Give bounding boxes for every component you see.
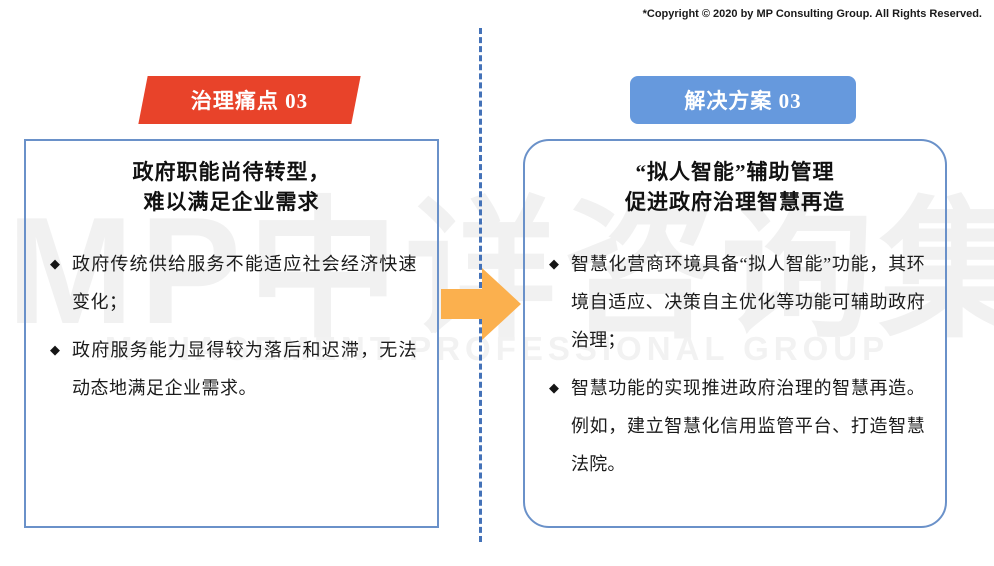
badge-left-label: 治理痛点 03 [190,89,309,113]
panel-left-heading-line-2: 难以满足企业需求 [143,190,320,214]
badge-right-shape [630,76,856,124]
panel-left-heading: 政府职能尚待转型， 难以满足企业需求 [26,157,437,217]
list-item-text: 智慧化营商环境具备“拟人智能”功能，其环境自适应、决策自主优化等功能可辅助政府治… [571,254,925,350]
panel-solution: “拟人智能”辅助管理 促进政府治理智慧再造 ◆ 智慧化营商环境具备“拟人智能”功… [523,139,947,528]
list-item: ◆ 政府传统供给服务不能适应社会经济快速变化； [50,245,417,321]
diamond-bullet-icon: ◆ [50,342,60,357]
diamond-bullet-icon: ◆ [50,256,60,271]
list-item: ◆ 智慧化营商环境具备“拟人智能”功能，其环境自适应、决策自主优化等功能可辅助政… [549,245,925,359]
copyright-notice: *Copyright © 2020 by MP Consulting Group… [642,8,982,20]
panel-left-heading-line-1: 政府职能尚待转型， [132,160,331,184]
panel-left-bullet-list: ◆ 政府传统供给服务不能适应社会经济快速变化； ◆ 政府服务能力显得较为落后和迟… [26,245,437,417]
list-item-text: 政府传统供给服务不能适应社会经济快速变化； [72,254,417,312]
panel-right-heading-line-1: “拟人智能”辅助管理 [635,160,835,184]
right-arrow-icon [441,268,521,340]
list-item: ◆ 智慧功能的实现推进政府治理的智慧再造。例如，建立智慧化信用监管平台、打造智慧… [549,369,925,483]
diamond-bullet-icon: ◆ [549,256,559,271]
vertical-dashed-divider [479,28,482,542]
list-item-text: 智慧功能的实现推进政府治理的智慧再造。例如，建立智慧化信用监管平台、打造智慧法院… [571,378,925,474]
badge-pain-points[interactable]: 治理痛点 03 [138,76,361,124]
badge-solution[interactable]: 解决方案 03 [630,76,856,124]
panel-right-heading-line-2: 促进政府治理智慧再造 [625,190,845,214]
diamond-bullet-icon: ◆ [549,380,559,395]
panel-right-bullet-list: ◆ 智慧化营商环境具备“拟人智能”功能，其环境自适应、决策自主优化等功能可辅助政… [525,245,945,493]
list-item-text: 政府服务能力显得较为落后和迟滞，无法动态地满足企业需求。 [72,340,417,398]
panel-pain-points: 政府职能尚待转型， 难以满足企业需求 ◆ 政府传统供给服务不能适应社会经济快速变… [24,139,439,528]
list-item: ◆ 政府服务能力显得较为落后和迟滞，无法动态地满足企业需求。 [50,331,417,407]
panel-right-heading: “拟人智能”辅助管理 促进政府治理智慧再造 [525,157,945,217]
badge-right-label: 解决方案 03 [684,89,802,113]
